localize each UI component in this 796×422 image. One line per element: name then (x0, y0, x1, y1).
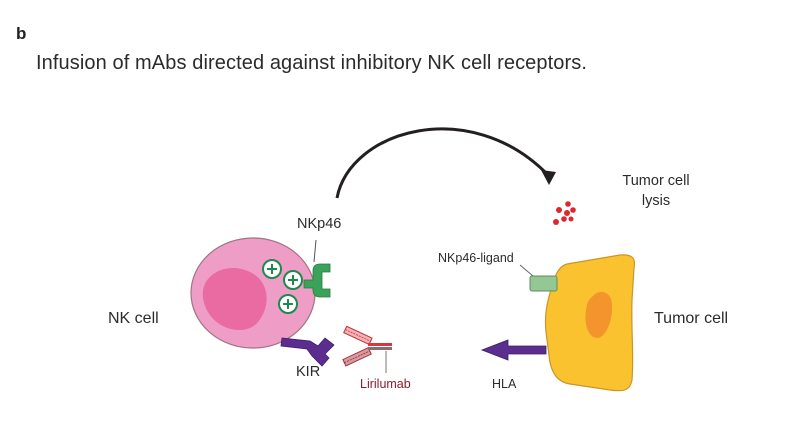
tumor-cell-label: Tumor cell (654, 310, 729, 327)
nkp46-ligand-leader-line (519, 264, 534, 277)
figure-title: Infusion of mAbs directed against inhibi… (36, 52, 588, 74)
tumor-cell (544, 254, 636, 392)
panel-letter: b (16, 24, 27, 43)
tumor-cell-lysis-line1: Tumor cell (622, 173, 690, 189)
plus-circle-icon (262, 259, 282, 279)
nk-cell-nucleus (202, 268, 267, 330)
plus-circle-icon (283, 270, 303, 290)
activating-signal-icons (262, 259, 303, 314)
plus-circle-icon (278, 294, 298, 314)
curved-arrow (335, 127, 550, 199)
tumor-cell-lysis-line2: lysis (641, 193, 671, 209)
kir-label: KIR (296, 364, 321, 380)
nkp46-ligand-label: NKp46-ligand (438, 251, 514, 265)
hla-label: HLA (492, 377, 517, 391)
nkp46-leader-line (313, 239, 317, 263)
nkp46-ligand (529, 275, 558, 292)
kir-receptor (280, 337, 335, 367)
lirilumab-label: Lirilumab (360, 377, 411, 391)
hla-molecule (480, 339, 547, 361)
nkp46-label: NKp46 (297, 216, 342, 232)
lirilumab-antibody (342, 325, 392, 367)
lysis-debris (553, 201, 576, 225)
nkp46-receptor (303, 263, 331, 298)
curved-arrow-head (541, 170, 556, 185)
tumor-cell-nucleus (585, 291, 613, 338)
tumor-cell-lysis-label: Tumor cell lysis (610, 171, 702, 211)
nk-cell (190, 237, 316, 349)
nk-cell-label: NK cell (108, 310, 159, 327)
